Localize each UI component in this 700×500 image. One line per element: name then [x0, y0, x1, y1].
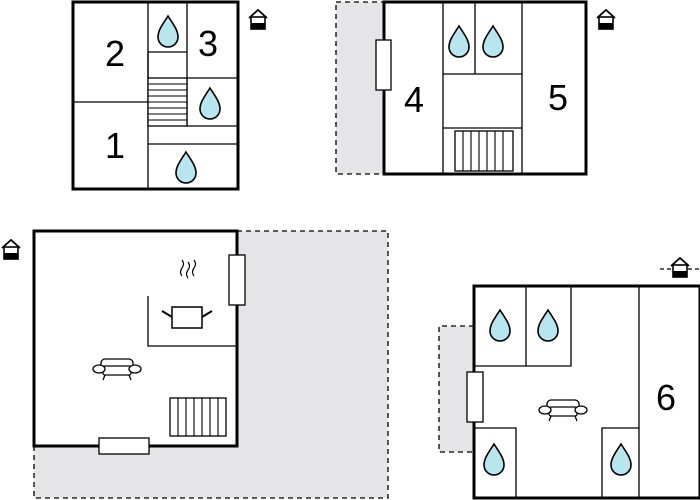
- room-label: 3: [198, 23, 218, 64]
- plan-top-left: 2 3 1: [71, 0, 268, 191]
- plan-top-right: 4 5: [335, 0, 616, 176]
- radiator-icon: [454, 130, 514, 172]
- room-label: 1: [105, 125, 125, 166]
- house-icon: [596, 9, 616, 30]
- terrace-area: [438, 325, 474, 453]
- stairs-icon: [147, 77, 188, 127]
- window-icon: [98, 437, 150, 455]
- room-label: 5: [548, 77, 568, 118]
- room-label: 4: [404, 79, 424, 120]
- cooking-pot-icon: [161, 259, 213, 329]
- house-icon: [670, 257, 690, 278]
- house-icon: [1, 239, 21, 260]
- room-label: 6: [656, 377, 676, 418]
- house-icon: [248, 9, 268, 30]
- plan-bottom-right: 6: [438, 257, 700, 500]
- kitchen-counter: [147, 296, 237, 347]
- window-icon: [228, 254, 246, 306]
- room-label: 2: [105, 33, 125, 74]
- radiator-icon: [169, 397, 227, 437]
- window-icon: [466, 371, 484, 423]
- window-icon: [375, 39, 392, 91]
- outer-wall: [472, 284, 700, 500]
- plan-bottom-left: [1, 229, 389, 499]
